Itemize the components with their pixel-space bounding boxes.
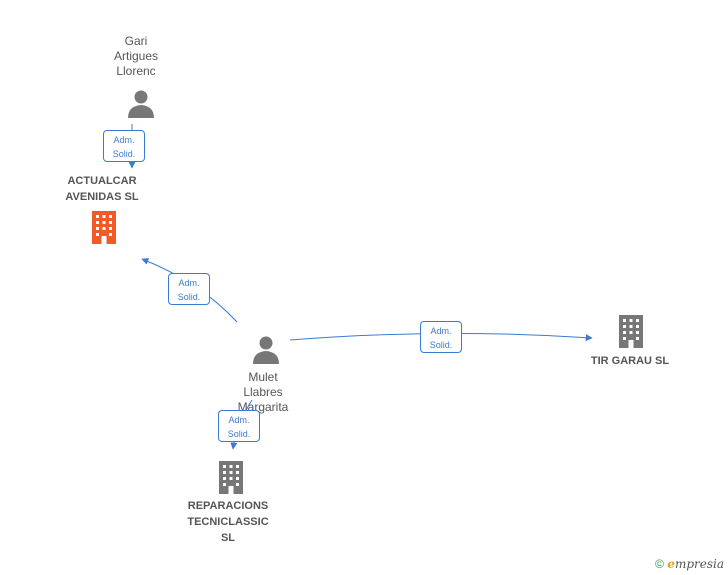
role-line2: Solid. (177, 292, 201, 302)
role-badge[interactable]: Adm. Solid. (218, 410, 260, 442)
building-icon[interactable] (88, 210, 120, 244)
building-icon[interactable] (215, 460, 247, 494)
role-badge[interactable]: Adm. Solid. (168, 273, 210, 305)
role-line1: Adm. (113, 135, 135, 145)
role-line2: Solid. (112, 149, 136, 159)
building-icon[interactable] (615, 314, 647, 348)
company-label-actualcar[interactable]: ACTUALCAR AVENIDAS SL (65, 175, 139, 203)
role-line1: Adm. (430, 326, 452, 336)
person-icon[interactable] (251, 335, 281, 365)
person-label-mulet[interactable]: Mulet Llabres Margarita (237, 370, 289, 414)
person-icon[interactable] (126, 89, 156, 119)
copyright-icon: © (655, 557, 664, 571)
role-badge[interactable]: Adm. Solid. (103, 130, 145, 162)
role-line1: Adm. (178, 278, 200, 288)
role-line2: Solid. (227, 429, 251, 439)
empresia-watermark: © empresia (655, 557, 724, 571)
company-label-reparacions[interactable]: REPARACIONS TECNICLASSIC SL (187, 500, 269, 544)
person-label-gari[interactable]: Gari Artigues Llorenc (113, 34, 159, 78)
role-badge[interactable]: Adm. Solid. (420, 321, 462, 353)
role-line1: Adm. (228, 415, 250, 425)
role-line2: Solid. (429, 340, 453, 350)
company-label-tirgarau[interactable]: TIR GARAU SL (590, 355, 670, 367)
brand-logo: empresia (667, 557, 724, 571)
